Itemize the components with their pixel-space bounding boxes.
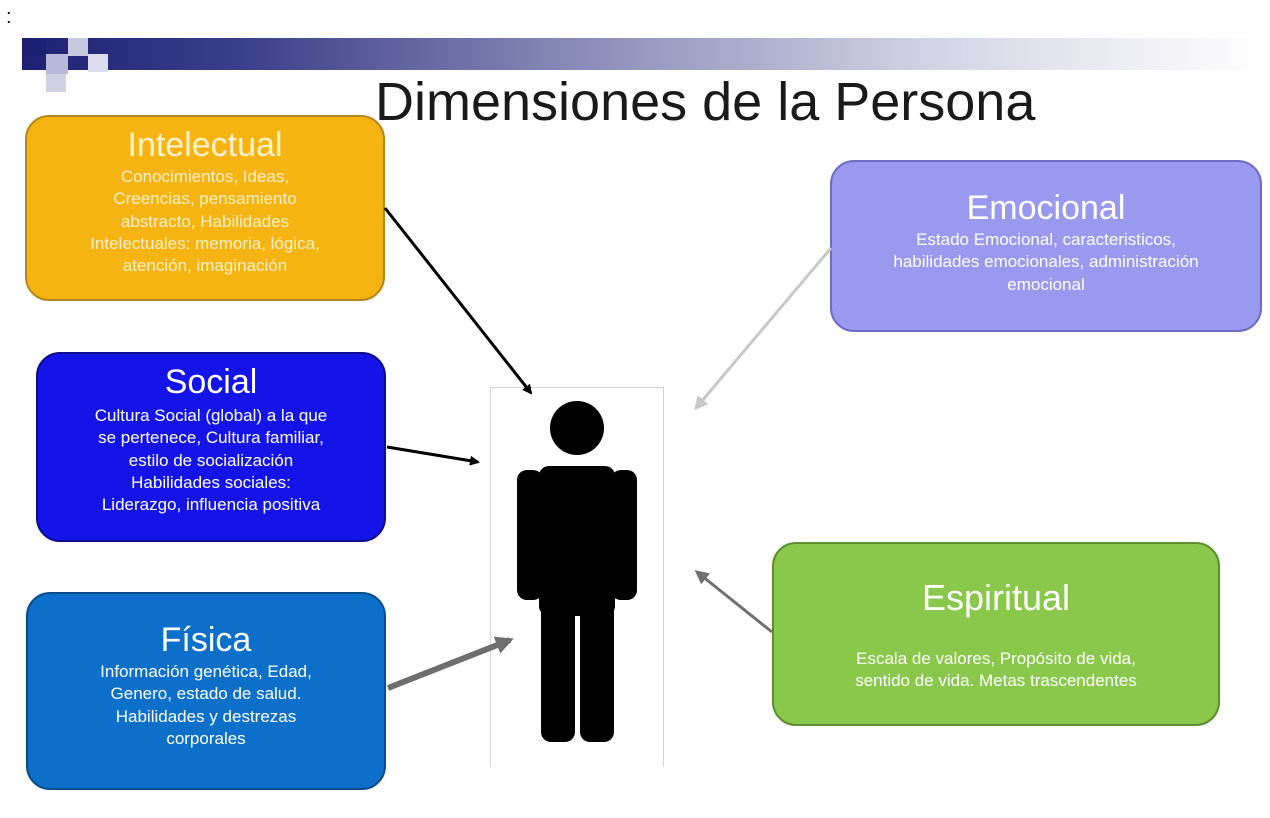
figure-frame (490, 387, 664, 767)
arrow-emocional (694, 247, 833, 411)
fisica-heading: Física (160, 621, 252, 659)
page-title: Dimensiones de la Persona (375, 72, 1036, 132)
arrow-intelectual (383, 207, 533, 395)
decor-square (68, 38, 88, 56)
espiritual-box: Espiritual Escala de valores, Propósito … (772, 542, 1220, 726)
emocional-box: Emocional Estado Emocional, caracteristi… (830, 160, 1262, 332)
intelectual-box: Intelectual Conocimientos, Ideas, Creenc… (25, 115, 385, 301)
arrow-fisica (386, 636, 514, 691)
arrow-social (386, 445, 480, 466)
corner-mark: : (6, 6, 12, 28)
social-box: Social Cultura Social (global) a la que … (36, 352, 386, 542)
espiritual-body: Escala de valores, Propósito de vida, se… (855, 648, 1137, 690)
person-icon (517, 401, 637, 742)
fisica-body: Información genética, Edad, Genero, esta… (100, 662, 312, 748)
decor-square (46, 74, 66, 92)
header-gradient-band (22, 38, 1262, 70)
espiritual-heading: Espiritual (921, 577, 1071, 618)
intelectual-body: Conocimientos, Ideas, Creencias, pensami… (90, 167, 320, 275)
social-heading: Social (164, 363, 258, 401)
emocional-heading: Emocional (966, 189, 1126, 227)
decor-square (26, 38, 46, 56)
decor-square (88, 54, 108, 72)
fisica-box: Física Información genética, Edad, Gener… (26, 592, 386, 790)
arrow-espiritual (694, 570, 773, 634)
social-body: Cultura Social (global) a la que se pert… (94, 406, 328, 514)
decor-square (46, 54, 68, 74)
emocional-body: Estado Emocional, caracteristicos, habil… (893, 230, 1199, 294)
intelectual-heading: Intelectual (127, 126, 283, 164)
